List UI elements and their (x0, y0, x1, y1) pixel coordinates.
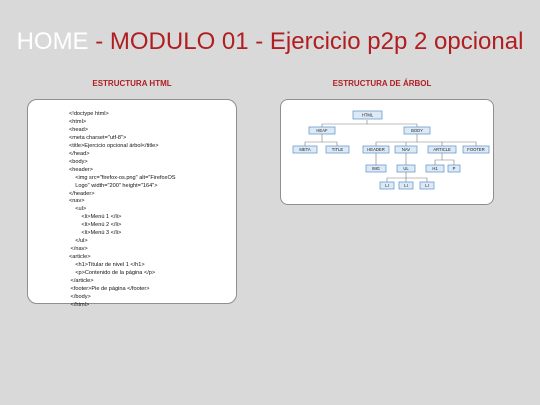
code-line: <meta charset="utf-8"> (69, 134, 127, 141)
node-html: HTML (352, 110, 383, 120)
node-li-3: LI (419, 181, 435, 190)
edge-body-article (417, 141, 443, 146)
node-img: IMG (365, 164, 387, 173)
node-li-2: LI (398, 181, 414, 190)
html-code-panel: <!doctype html><html><head><meta charset… (27, 99, 237, 308)
svg-text:BODY: BODY (411, 128, 423, 133)
svg-text:IMG: IMG (372, 166, 380, 171)
node-body: BODY (403, 126, 431, 135)
svg-text:HTML: HTML (362, 112, 374, 117)
svg-text:TITLE: TITLE (332, 147, 344, 152)
code-line: </header> (69, 190, 95, 197)
svg-text:HEADER: HEADER (367, 147, 384, 152)
code-line: <html> (69, 118, 87, 125)
tree-diagram: HTML HEAF BODY META TITLE HEADER NAV ART… (292, 110, 490, 190)
code-line: </nav> (69, 246, 88, 253)
node-li-1: LI (379, 181, 395, 190)
node-article: ARTICLE (427, 145, 457, 154)
code-line: </html> (69, 301, 90, 308)
svg-text:FOOTER: FOOTER (467, 147, 484, 152)
node-header: HEADER (362, 145, 390, 154)
code-line: <p>Contenido de la página </p> (69, 270, 156, 277)
code-line: <h1>Titular de nivel 1 </h1> (69, 262, 145, 269)
svg-text:P: P (453, 166, 456, 171)
code-line: <header> (69, 166, 93, 173)
code-line: <article> (69, 254, 91, 261)
code-line: Logo" width="200" height="164"> (69, 182, 158, 189)
html-structure-label: ESTRUCTURA HTML (92, 79, 172, 88)
svg-text:ARTICLE: ARTICLE (433, 147, 451, 152)
node-nav: NAV (394, 145, 418, 154)
svg-text:LI: LI (404, 183, 408, 188)
tree-structure-label: ESTRUCTURA DE ÁRBOL (332, 79, 432, 88)
code-line: </head> (69, 150, 90, 157)
svg-text:HEAF: HEAF (316, 128, 328, 133)
node-p: P (447, 164, 461, 173)
node-title: TITLE (325, 145, 350, 154)
edge-article-p (442, 159, 455, 165)
code-line: <title>Ejercicio opcional árbol</title> (69, 142, 159, 149)
node-h1: H1 (425, 164, 445, 173)
code-line: <body> (69, 158, 88, 165)
code-line: <li>Menú 3 </li> (69, 230, 122, 237)
node-meta: META (292, 145, 318, 154)
code-line: <nav> (69, 198, 85, 205)
tree-diagram-panel: HTML HEAF BODY META TITLE HEADER NAV ART… (280, 99, 494, 205)
edge-head-title (322, 141, 338, 146)
edge-body-footer (442, 141, 477, 146)
svg-text:UL: UL (403, 166, 409, 171)
code-line: <li>Menú 2 </li> (69, 222, 122, 229)
svg-text:NAV: NAV (402, 147, 411, 152)
node-head: HEAF (308, 126, 336, 135)
code-line: <img src="firefox-os.png" alt="FirefoxOS (69, 174, 176, 181)
code-line: <ul> (69, 206, 87, 213)
title-module: - MODULO 01 - Ejercicio p2p 2 opcional (88, 28, 524, 55)
code-line: </ul> (69, 238, 88, 245)
code-line: <head> (69, 126, 88, 133)
edge-html-head (321, 120, 368, 127)
edge-html-body (367, 123, 418, 127)
edge-ul-li1 (386, 172, 407, 182)
html-code-listing: <!doctype html><html><head><meta charset… (69, 111, 176, 310)
code-line: </body> (69, 293, 91, 300)
edge-body-header (375, 134, 418, 146)
edge-head-meta (304, 134, 323, 146)
slide-title: HOME - MODULO 01 - Ejercicio p2p 2 opcio… (0, 27, 540, 57)
code-line: <footer>Pie de página </footer> (69, 285, 150, 292)
svg-text:H1: H1 (432, 166, 438, 171)
code-line: <!doctype html> (69, 111, 109, 117)
code-line: </article> (69, 278, 94, 285)
svg-text:LI: LI (385, 183, 389, 188)
svg-text:LI: LI (425, 183, 429, 188)
node-ul: UL (396, 164, 416, 173)
title-home: HOME (16, 28, 89, 55)
code-line: <li>Menú 1 </li> (69, 214, 122, 221)
edge-ul-li3 (406, 177, 428, 182)
node-footer: FOOTER (462, 145, 490, 154)
svg-text:META: META (299, 147, 311, 152)
edge-article-h1 (434, 153, 443, 165)
